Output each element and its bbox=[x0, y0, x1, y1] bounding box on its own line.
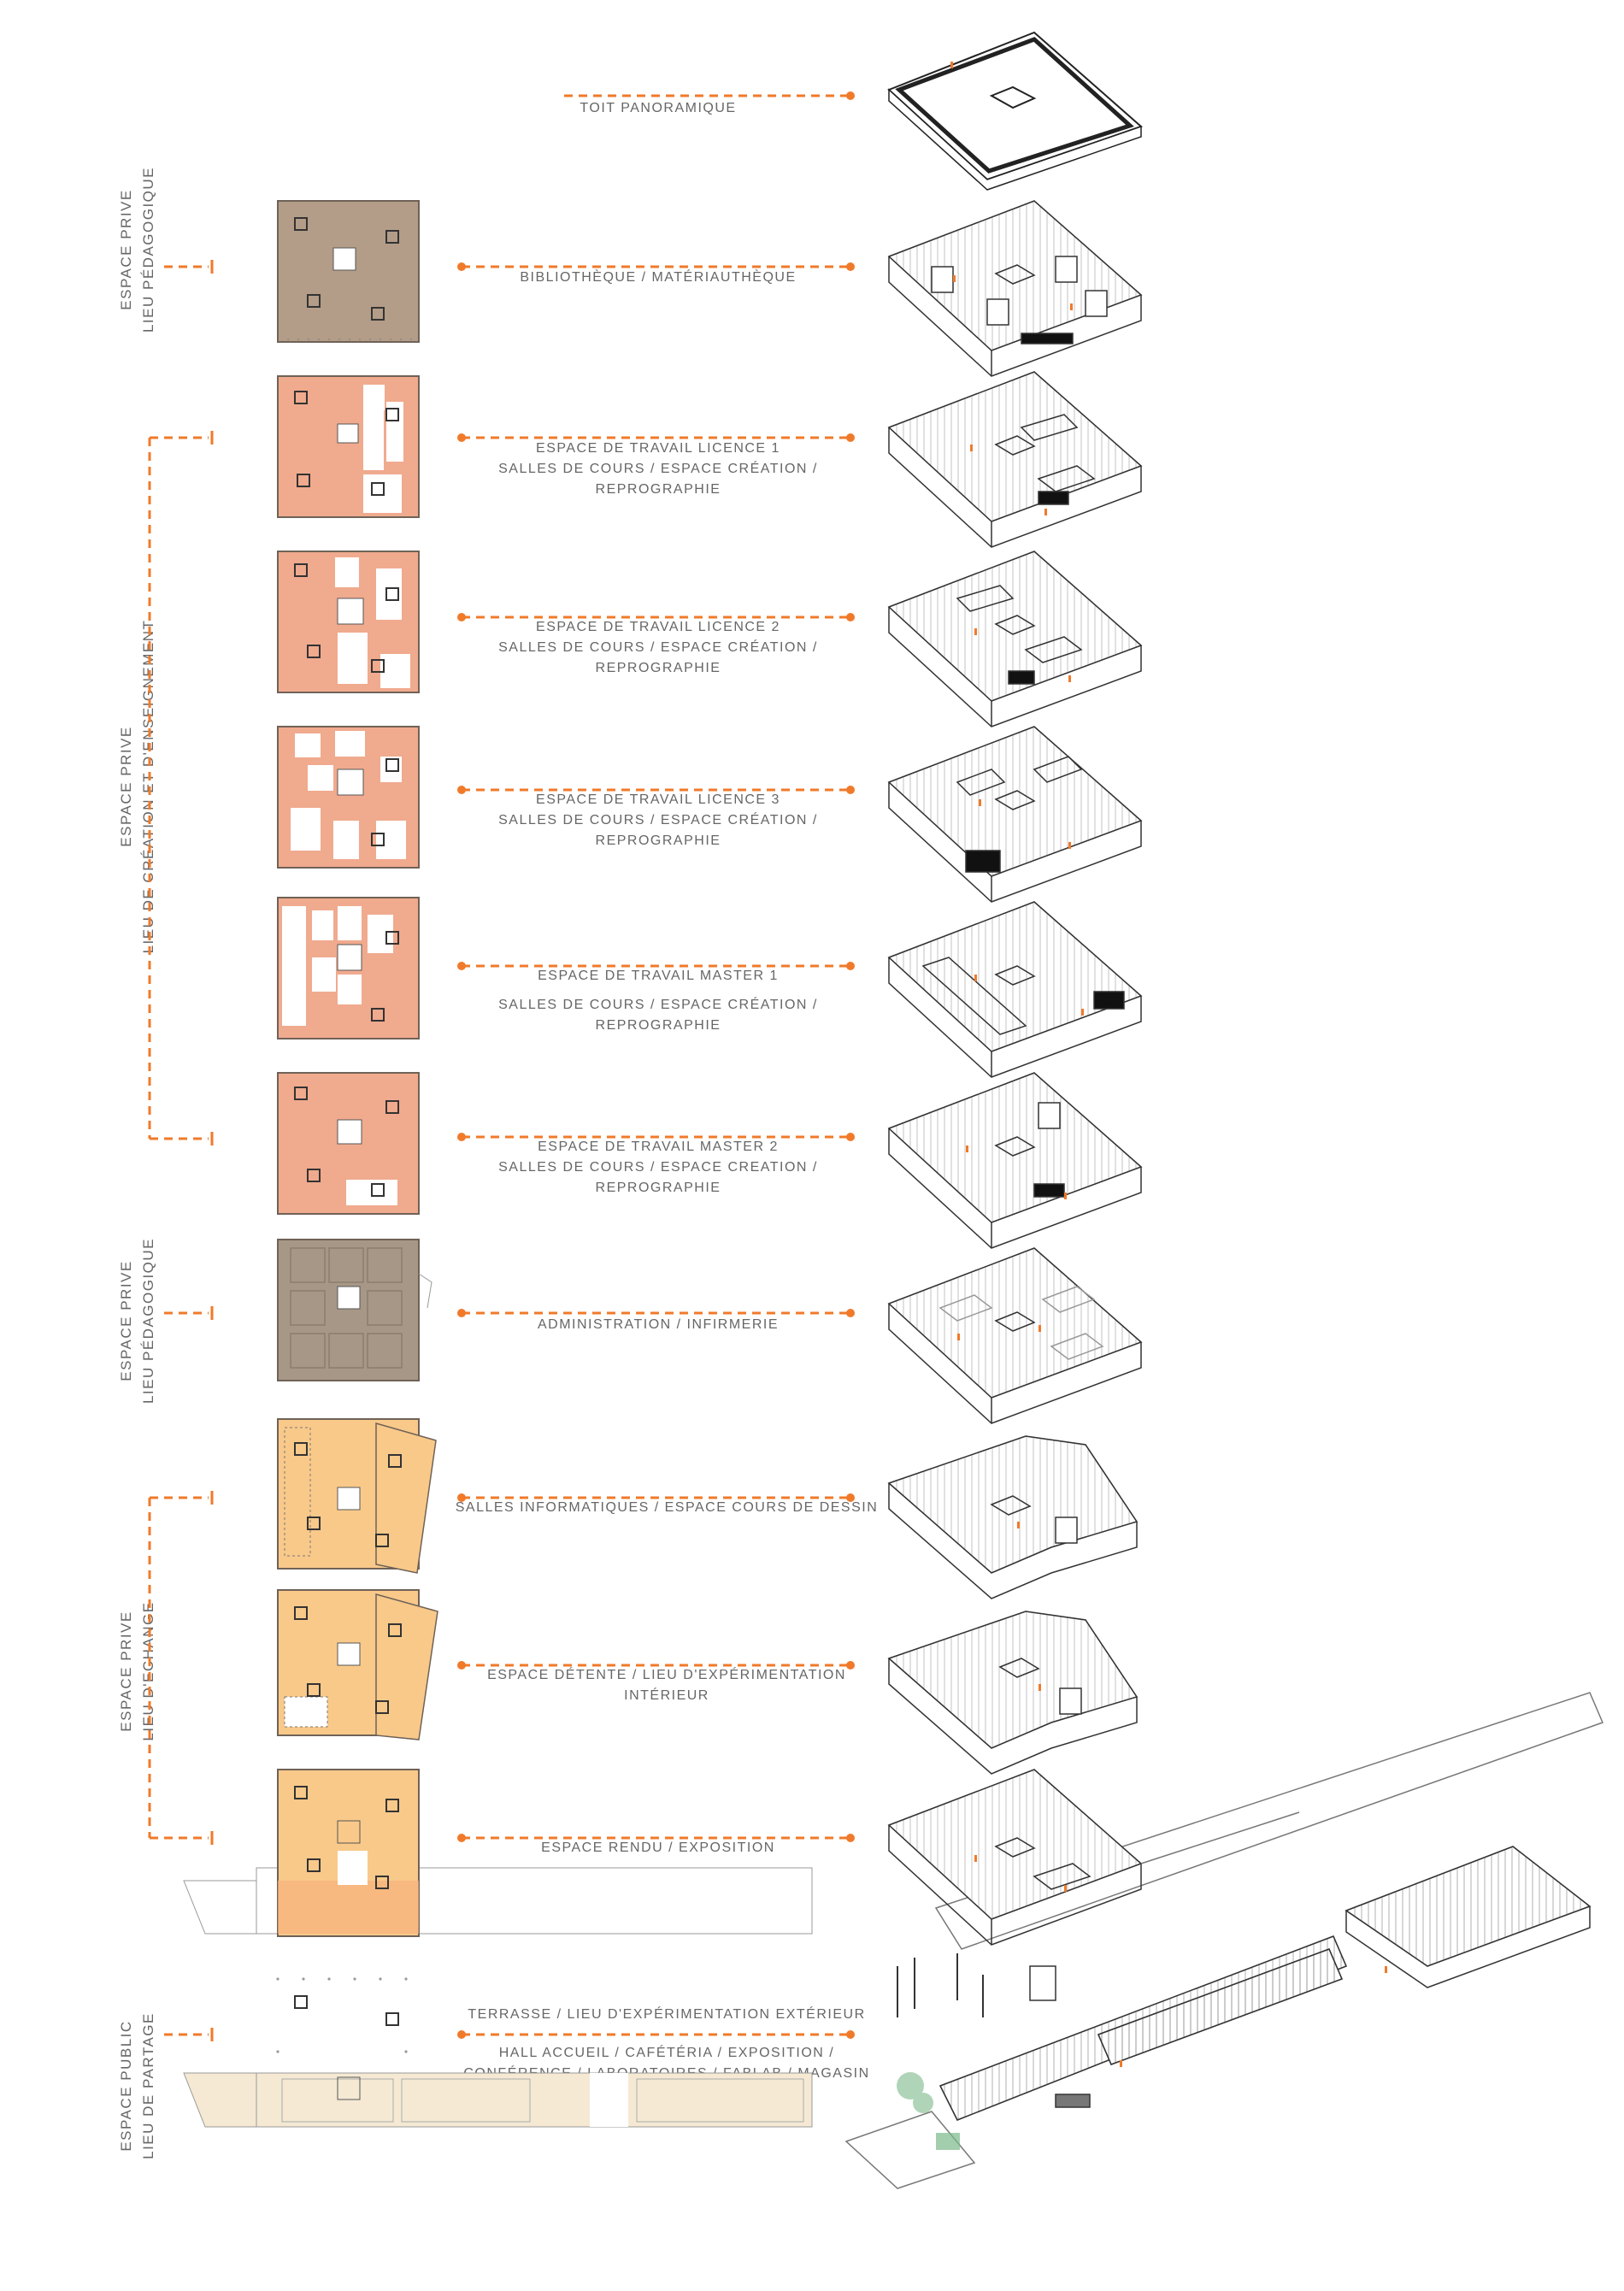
iso-library bbox=[887, 200, 1143, 377]
caption-terrasse: TERRASSE / LIEU D'EXPÉRIMENTATION EXTÉRI… bbox=[468, 2007, 866, 2022]
leader-dots bbox=[457, 91, 855, 2039]
iso-detente bbox=[887, 1611, 1139, 1775]
plan-detente bbox=[277, 1589, 438, 1740]
plan-informatique bbox=[277, 1418, 437, 1574]
plan-master1 bbox=[277, 897, 420, 1039]
caption-informatique: SALLES INFORMATIQUES / ESPACE COURS DE D… bbox=[455, 1500, 879, 1515]
caption-master1: ESPACE DE TRAVAIL MASTER 1 SALLES DE COU… bbox=[498, 969, 818, 1033]
plan-hall bbox=[183, 2072, 813, 2128]
iso-master1 bbox=[887, 901, 1143, 1078]
plan-licence2 bbox=[277, 551, 420, 693]
caption-library: BIBLIOTHÈQUE / MATÉRIAUTHÈQUE bbox=[520, 270, 797, 285]
iso-licence3 bbox=[887, 726, 1143, 903]
iso-informatique bbox=[887, 1435, 1139, 1599]
caption-rendu: ESPACE RENDU / EXPOSITION bbox=[541, 1840, 775, 1855]
plan-master2 bbox=[277, 1072, 420, 1215]
leader-lines bbox=[462, 94, 850, 2036]
iso-master2 bbox=[887, 1072, 1143, 1249]
orange-markers bbox=[950, 62, 1387, 2067]
plan-admin bbox=[277, 1239, 432, 1381]
iso-admin bbox=[887, 1247, 1143, 1424]
caption-admin: ADMINISTRATION / INFIRMERIE bbox=[538, 1317, 779, 1332]
iso-roof bbox=[887, 31, 1143, 191]
caption-roof: TOIT PANORAMIQUE bbox=[580, 101, 737, 115]
iso-hall bbox=[844, 1846, 1592, 2189]
plan-licence1 bbox=[277, 375, 420, 518]
plan-library bbox=[277, 200, 420, 343]
iso-licence1 bbox=[887, 371, 1143, 548]
iso-rendu bbox=[887, 1692, 1604, 1950]
plan-rendu bbox=[183, 1769, 813, 1937]
plan-terrasse bbox=[276, 1977, 408, 2053]
iso-licence2 bbox=[887, 551, 1143, 727]
plan-licence3 bbox=[277, 726, 420, 869]
group-brackets bbox=[148, 265, 209, 2036]
